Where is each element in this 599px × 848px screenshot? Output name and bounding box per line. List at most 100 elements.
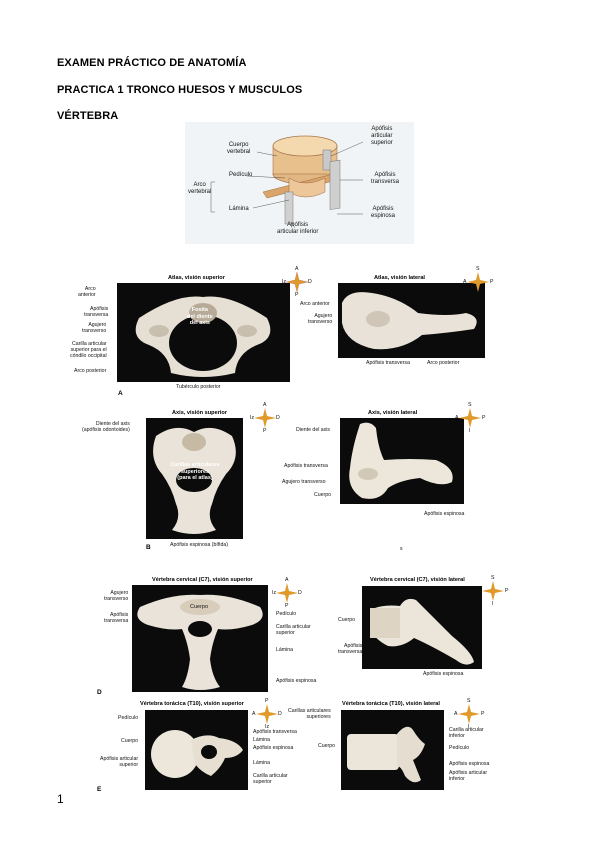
atlas-tuberculo-posterior: Tubérculo posterior [176,384,221,390]
toracica-espinosa: Apófisis espinosa [253,745,294,751]
compass-direction-label: Iz [250,415,255,421]
toracica-superior-title: Vértebra torácica (T10), visión superior [140,701,244,707]
atlas-lat-arco-posterior: Arco posterior [427,360,460,366]
toracica-lat-pediculo: Pedículo [449,745,470,751]
compass-direction-label: A [478,588,482,594]
cervical-superior-title: Vértebra cervical (C7), visión superior [152,577,253,583]
vertebra-schematic-drawing [210,135,364,229]
compass-atlas-lateral: S A P I [463,266,494,298]
compass-direction-label: Iz [272,590,277,596]
section-title: VÉRTEBRA [57,110,119,122]
compass-direction-label: S [491,575,495,581]
figure-letter-b: B [146,544,151,551]
compass-direction-label: A [295,266,299,272]
toracica-lateral-photo [341,710,444,790]
compass-toracica-superior: P A D Iz [252,698,282,730]
cervical-pediculo: Pedículo [276,611,297,617]
compass-direction-label: A [463,279,467,285]
compass-atlas-superior: A Iz D P [282,266,312,298]
compass-direction-label: A [252,711,256,717]
compass-axis-superior: A Iz D P [250,402,280,434]
compass-direction-label: Iz [265,724,270,730]
compass-direction-label: I [469,428,471,434]
axis-espinosa-bifida: Apófisis espinosa (bífida) [170,542,228,548]
compass-axis-lateral: S A P I [455,402,486,434]
cervical-lat-cuerpo: Cuerpo [338,617,356,623]
compass-direction-label: A [285,577,289,583]
toracica-superior-photo [145,710,248,790]
axis-lat-transversa: Apófisis transversa [284,463,328,469]
toracica-lateral-bone [347,726,425,783]
compass-direction-label: P [490,279,494,285]
cervical-lat-espinosa: Apófisis espinosa [423,671,464,677]
compass-direction-label: Iz [282,279,287,285]
toracica-superior-bone [151,730,243,778]
compass-direction-label: P [482,415,486,421]
cervical-lateral-title: Vértebra cervical (C7), visión lateral [370,577,465,583]
compass-cervical-superior: A Iz D P [272,577,302,609]
exam-title: EXAMEN PRÁCTICO DE ANATOMÍA [57,57,247,69]
page-number: 1 [57,792,64,806]
axis-lateral-photo [340,418,464,504]
compass-direction-label: S [468,402,472,408]
compass-direction-label: D [278,711,282,717]
atlas-superior-bone [135,296,271,377]
cervical-superior-bone [137,594,263,690]
label-lamina: Lámina [229,206,249,212]
cervical-superior-photo: Cuerpo [132,585,268,692]
toracica-lat-espinosa: Apófisis espinosa [449,761,490,767]
toracica-lateral-title: Vértebra torácica (T10), visión lateral [342,701,440,707]
compass-direction-label: I [477,292,479,298]
atlas-lateral-bone [342,292,477,350]
compass-direction-label: D [308,279,312,285]
toracica-transversa: Apófisis transversa [253,729,297,735]
cervical-espinosa: Apófisis espinosa [276,678,317,684]
toracica-pediculo: Pedículo [118,715,139,721]
compass-direction-label: A [455,415,459,421]
figure-letter-e: E [97,786,102,793]
compass-direction-label: P [481,711,485,717]
toracica-cuerpo: Cuerpo [121,738,139,744]
figure-letter-a: A [118,390,123,397]
compass-direction-label: S [476,266,480,272]
cervical-lamina: Lámina [276,647,294,653]
compass-direction-label: A [454,711,458,717]
atlas-arco-posterior: Arco posterior [74,368,107,374]
axis-lat-cuerpo: Cuerpo [314,492,332,498]
figure-letter-d: D [97,689,102,696]
compass-direction-label: D [298,590,302,596]
compass-direction-label: P [265,698,269,704]
label-pediculo: Pedículo [229,172,253,178]
compass-direction-label: I [468,724,470,730]
stray-mark: s [400,546,403,552]
toracica-lamina1: Lámina [253,737,271,743]
atlas-lat-transversa: Apófisis transversa [366,360,410,366]
axis-lat-agujero: Agujero transverso [282,479,326,485]
axis-superior-bone [153,427,236,534]
atlas-superior-title: Atlas, visión superior [168,275,225,281]
cervical-lateral-bone [370,598,474,665]
axis-lateral-bone [349,422,453,499]
